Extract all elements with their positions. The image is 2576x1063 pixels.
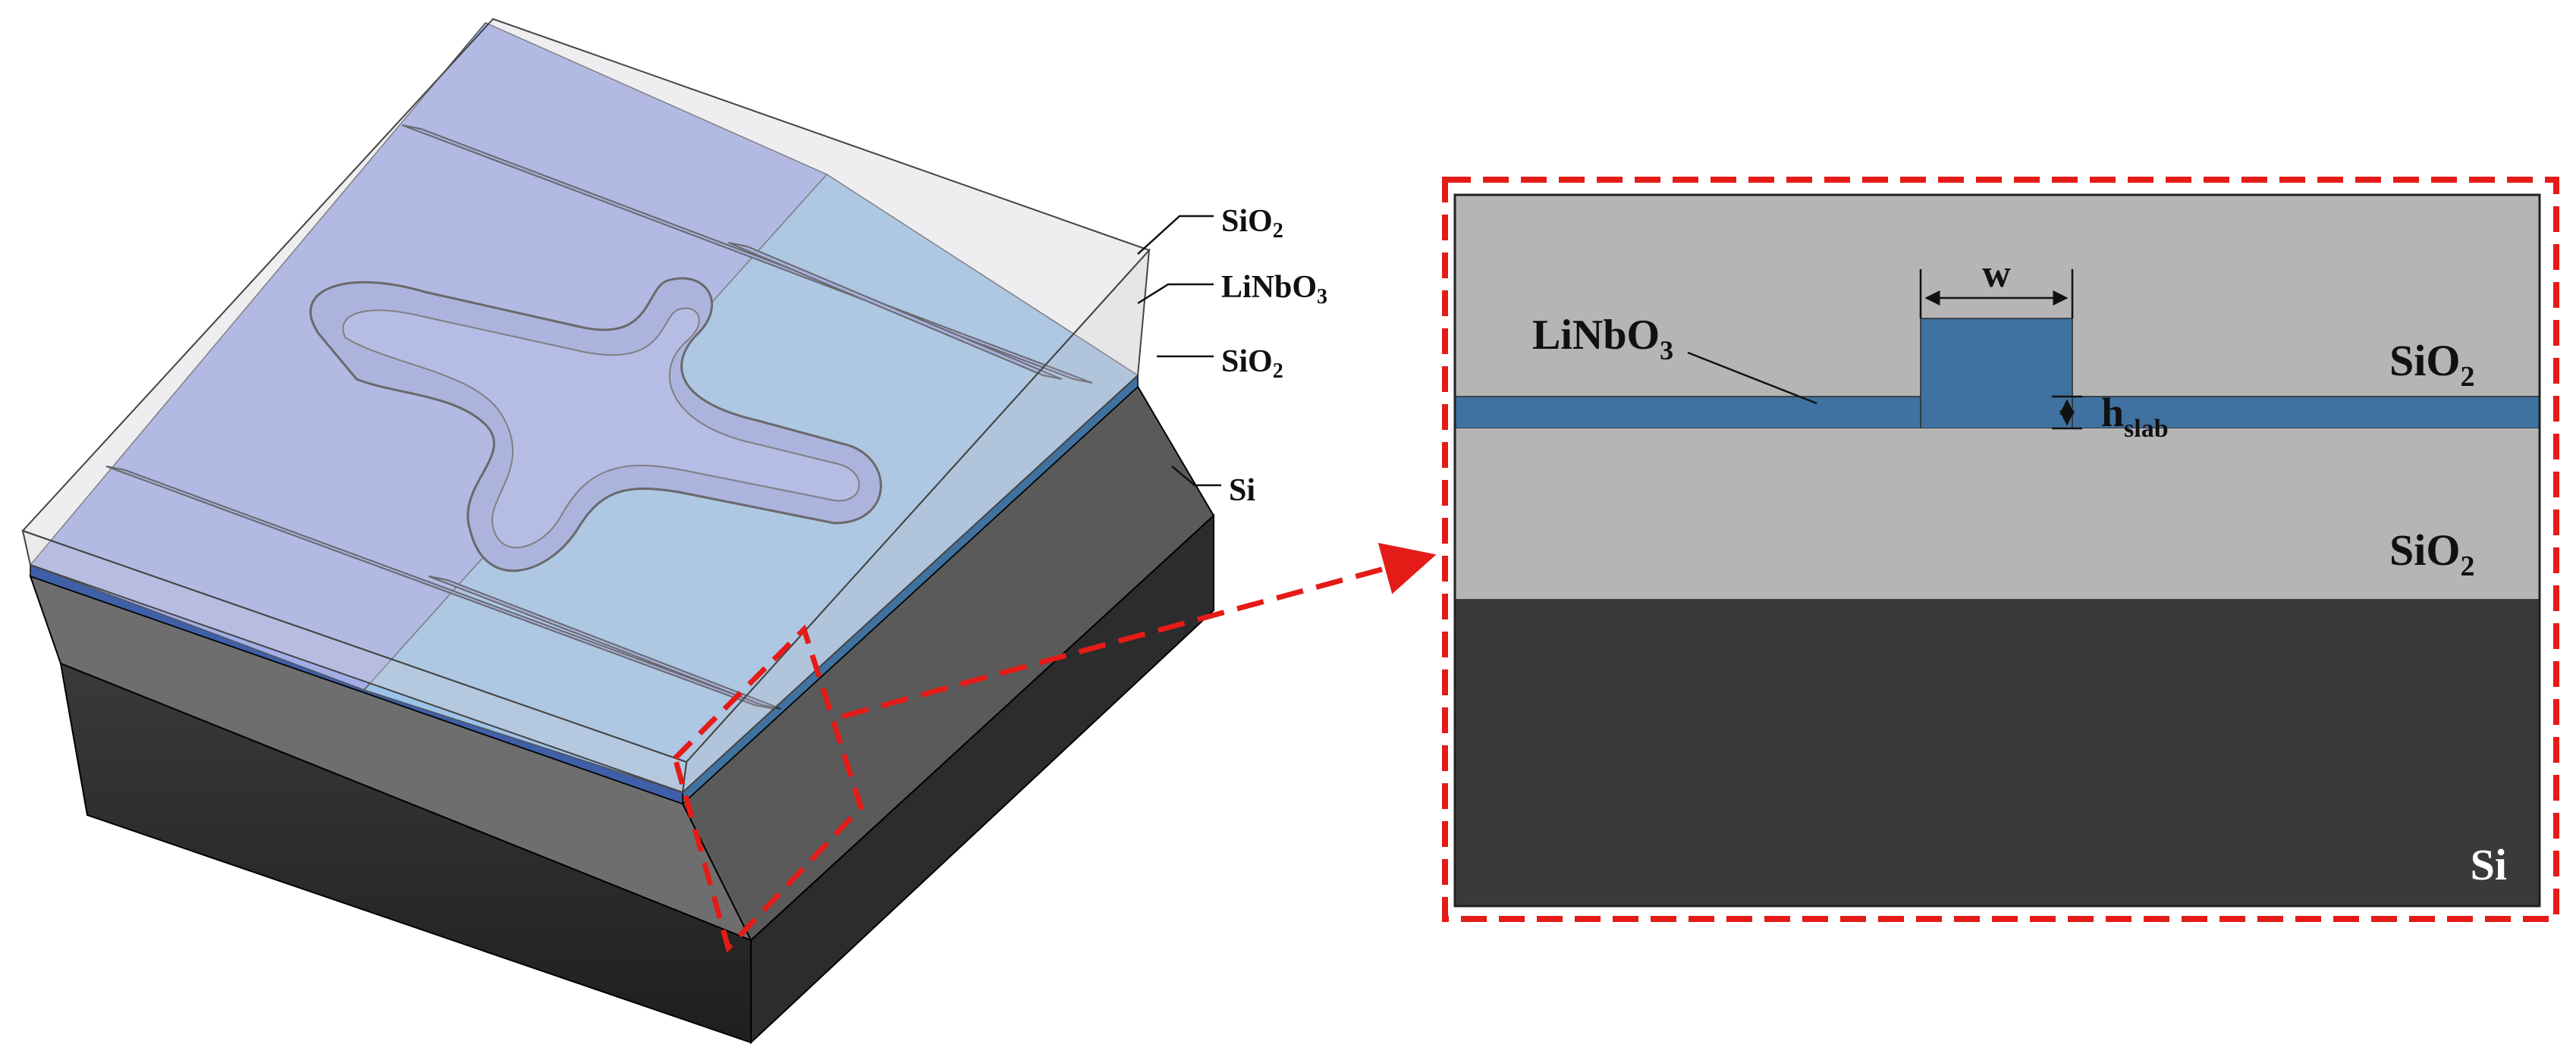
label-cross-linbo3: LiNbO3 <box>1532 312 1673 365</box>
cross-section-selection-box <box>672 624 864 953</box>
cross-section-panel: w hslab LiNbO3 SiO2 SiO2 Si <box>1442 177 2559 922</box>
sio2-box-layer <box>1455 428 2540 599</box>
leader-linbo3 <box>1137 283 1214 305</box>
label-3d-linbo3: LiNbO3 <box>1221 270 1327 309</box>
leader-si <box>1171 466 1221 487</box>
label-h-slab: hslab <box>2101 390 2169 443</box>
label-cross-sio2-box: SiO2 <box>2389 525 2475 582</box>
zoom-connector-arrow <box>841 542 1437 720</box>
cross-section-highlight-frame <box>1442 177 2559 922</box>
device-3d-illustration: SiO2 LiNbO3 SiO2 Si <box>21 17 1327 1045</box>
electrode-rails <box>105 124 1093 710</box>
leader-sio2-top <box>1137 215 1214 255</box>
label-width-w: w <box>1982 252 2011 296</box>
electrode-rail-upper <box>727 242 1063 380</box>
label-3d-si: Si <box>1229 473 1255 508</box>
linbo3-ridge <box>1920 318 2073 429</box>
curved-ridge-waveguide-inner <box>342 307 860 549</box>
cross-section-border <box>1453 193 2541 908</box>
label-3d-sio2-bottom: SiO2 <box>1221 344 1283 383</box>
leader-cross-linbo3 <box>1687 351 1817 405</box>
label-cross-sio2-cladding: SiO2 <box>2389 336 2475 393</box>
si-substrate-layer <box>1455 599 2540 906</box>
label-3d-sio2-top: SiO2 <box>1221 204 1283 243</box>
label-cross-si: Si <box>2471 840 2507 889</box>
electrode-rail-bottom <box>428 575 782 710</box>
